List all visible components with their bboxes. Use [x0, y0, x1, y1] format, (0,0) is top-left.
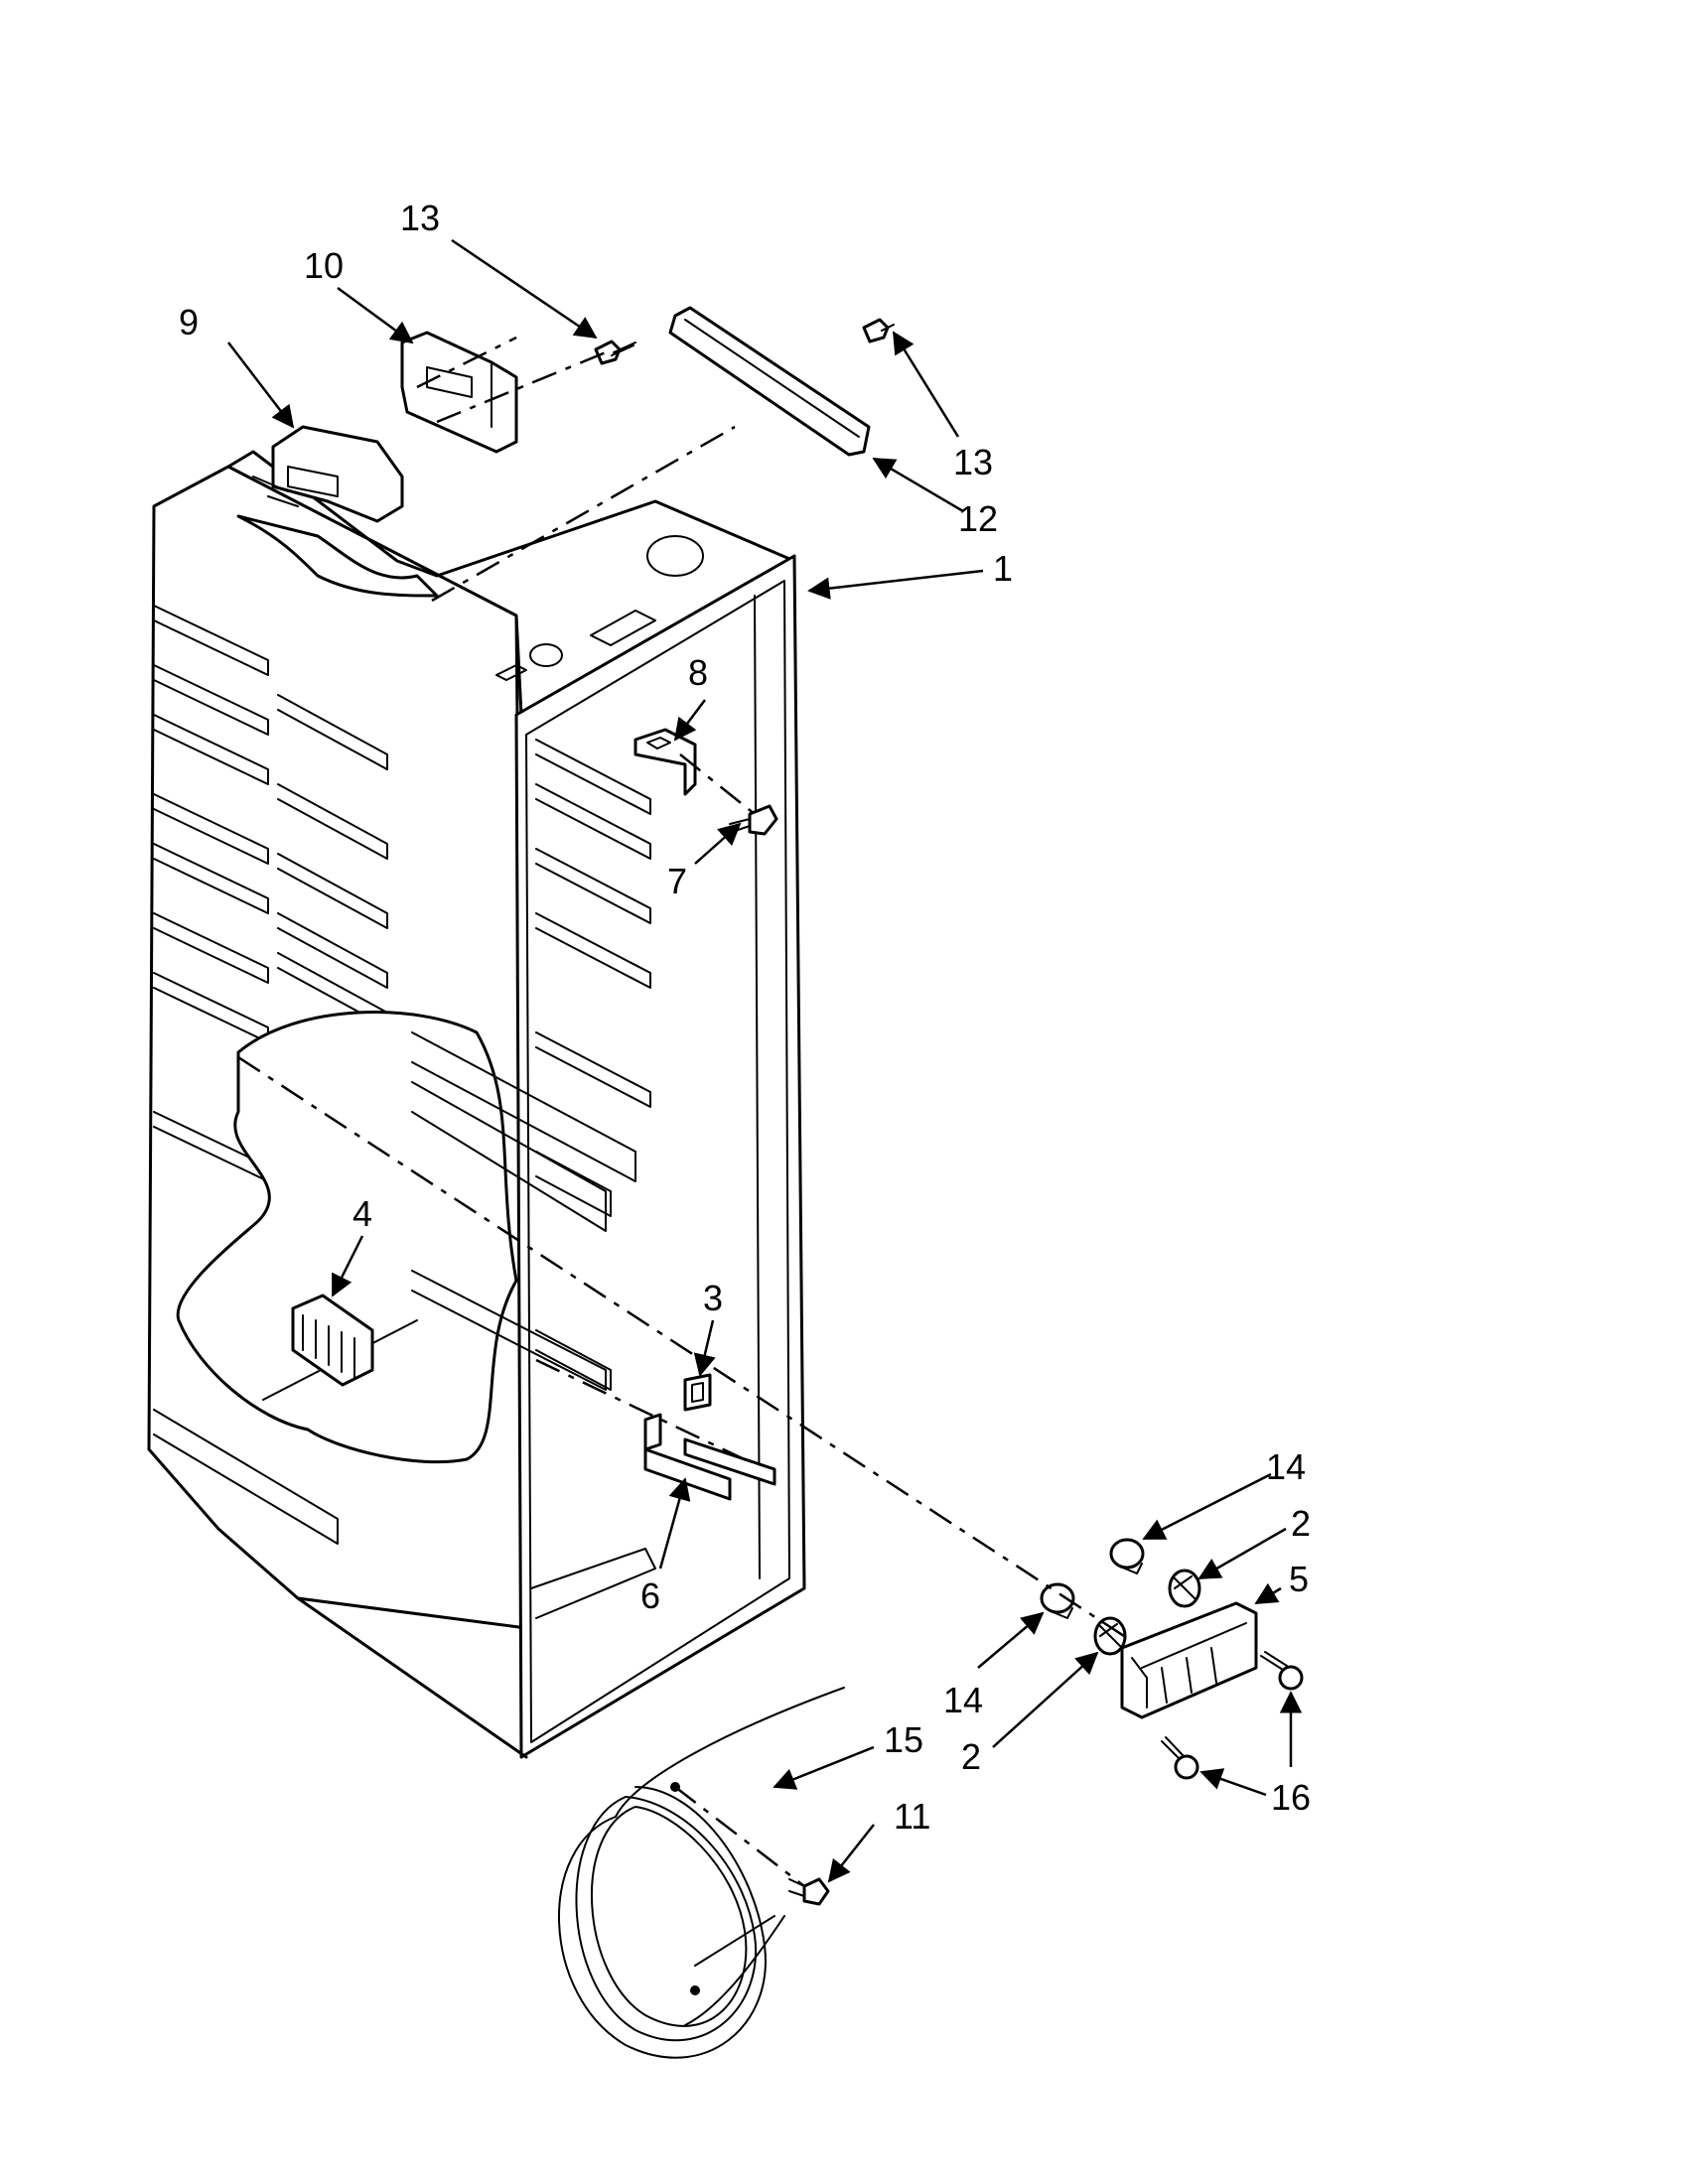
callout-3: 3 — [703, 1278, 723, 1318]
part-16-push-pin-lower — [1161, 1736, 1199, 1780]
callout-10: 9 — [179, 302, 199, 342]
part-13-screw-top-left — [594, 340, 636, 365]
callout-2-upper: 2 — [1291, 1503, 1311, 1544]
callout-11: 10 — [304, 245, 344, 286]
part-11-bracket — [400, 331, 518, 454]
callout-labels: 13 10 9 13 12 1 8 7 4 3 6 14 2 5 14 2 16… — [179, 198, 1311, 1837]
assembly-lines — [237, 336, 1128, 1887]
callout-6: 6 — [640, 1575, 660, 1616]
part-7-screw — [729, 804, 778, 836]
part-15-tubing-coil — [558, 1687, 845, 2059]
part-12-trim-strip — [668, 306, 871, 457]
part-8-screw — [788, 1877, 830, 1906]
callout-8: 11 — [894, 1796, 930, 1837]
callout-2-lower: 2 — [961, 1736, 981, 1777]
callout-4: 4 — [352, 1193, 372, 1234]
part-9-bracket — [633, 728, 697, 796]
part-5-light-housing — [1120, 1601, 1258, 1719]
part-16-push-pin-upper — [1260, 1651, 1304, 1691]
part-2-socket-lower — [1093, 1616, 1127, 1656]
callout-15: 15 — [884, 1719, 923, 1760]
right-wall-shelf-rails — [535, 739, 651, 1391]
part-13-screw-top-right — [862, 318, 895, 343]
cutaway-top — [236, 514, 439, 598]
callout-7: 7 — [667, 861, 687, 901]
callout-1: 1 — [993, 548, 1013, 589]
callout-14-upper: 14 — [1266, 1446, 1306, 1487]
part-10-control-housing — [252, 425, 404, 523]
callout-13-top-right: 13 — [953, 442, 993, 482]
callout-16: 16 — [1271, 1777, 1311, 1818]
callout-13-top-left: 13 — [400, 198, 440, 238]
callout-9: 8 — [688, 652, 708, 693]
part-3-bracket — [683, 1373, 712, 1412]
callout-5: 5 — [1289, 1559, 1309, 1599]
callout-14-lower: 14 — [943, 1680, 983, 1720]
callout-12: 12 — [958, 498, 998, 539]
part-14-bulb-lower — [1040, 1582, 1075, 1619]
part-14-bulb-upper — [1109, 1538, 1145, 1574]
part-2-socket-upper — [1168, 1569, 1201, 1608]
part-4-air-damper — [291, 1294, 374, 1387]
callout-leaders — [227, 238, 1303, 1883]
part-6-bracket — [643, 1413, 776, 1501]
